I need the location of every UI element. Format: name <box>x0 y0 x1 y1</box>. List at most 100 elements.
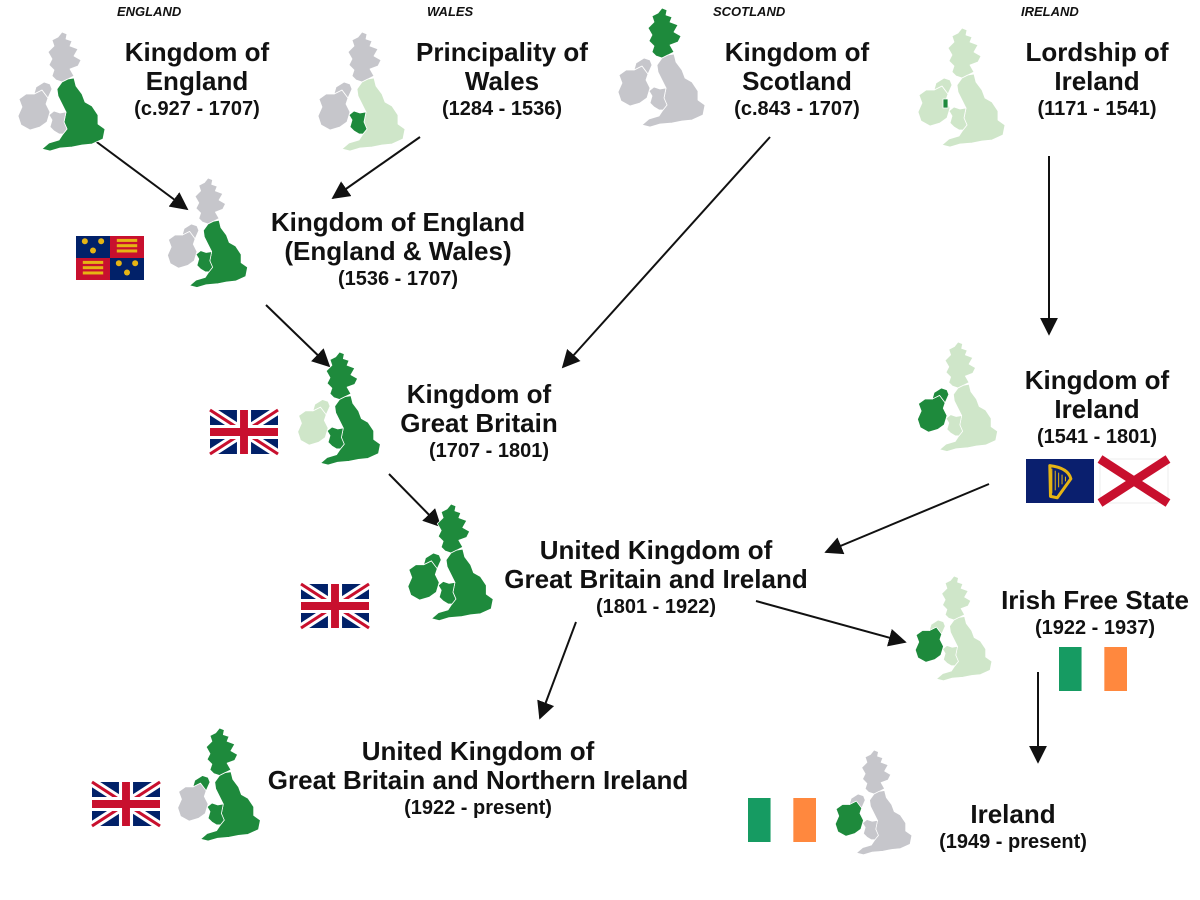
lordship-ireland-map <box>917 27 1006 148</box>
map-region-scotland <box>325 351 358 400</box>
state-dates: (1284 - 1536) <box>441 98 563 121</box>
fleur-de-lis-icon <box>115 260 122 267</box>
uk-gb-ireland-map <box>407 503 494 622</box>
state-dates: (1922 - present) <box>404 797 552 820</box>
map-region-wales <box>326 426 345 450</box>
map-region-pale <box>942 98 949 109</box>
state-name-line: United Kingdom of <box>361 736 595 766</box>
state-dates: (1707 - 1801) <box>428 440 550 463</box>
state-name-line: Scotland <box>742 66 852 97</box>
england-wales-map <box>167 177 248 288</box>
fleur-de-lis-icon <box>132 260 139 267</box>
map-region-wales <box>648 86 668 111</box>
map-region-wales <box>948 106 968 131</box>
map-region-ni <box>181 223 200 240</box>
kingdom-ireland-map <box>917 341 998 452</box>
flag-band-green <box>748 798 771 842</box>
lion-icon <box>82 260 104 264</box>
map-region-ireland <box>297 406 329 446</box>
state-name-line: Kingdom of <box>1024 365 1170 395</box>
harp-frame <box>1048 464 1073 500</box>
arrow-kingdom-ireland-to-uk-gb-ireland <box>824 483 990 555</box>
map-region-wales <box>195 250 213 273</box>
label-irish-free-state: Irish Free State (1922 - 1937) <box>990 585 1200 640</box>
label-uk-of-great-britain-and-ireland: United Kingdom of Great Britain and Irel… <box>476 535 836 619</box>
state-name-line: Great Britain <box>400 408 558 439</box>
map-region-scotland <box>647 7 682 59</box>
state-name-line: Lordship of <box>1025 37 1169 67</box>
state-name-line: Great Britain and Northern Ireland <box>267 765 689 796</box>
state-name-line: Great Britain and Ireland <box>504 564 808 595</box>
uk-gb-ni-map <box>177 727 261 842</box>
map-region-scotland <box>347 31 382 83</box>
fleur-de-lis-icon <box>90 247 96 254</box>
flag-quarter <box>110 258 144 280</box>
map-region-ni <box>849 793 866 809</box>
lion-icon <box>116 249 138 253</box>
flag-band-white <box>770 798 794 842</box>
state-dates: (1949 - present) <box>939 831 1087 854</box>
flag-band-orange <box>1104 647 1127 691</box>
map-region-ireland <box>834 800 864 837</box>
map-region-ireland <box>317 89 351 131</box>
map-region-ireland <box>917 85 951 127</box>
royal-arms-flag <box>76 236 144 280</box>
state-name-line: Ireland <box>1054 66 1140 97</box>
union-flag-2 <box>298 580 372 632</box>
st-patrick-flag <box>1097 455 1171 507</box>
flag-cross-red <box>210 410 278 454</box>
state-name-line: (England & Wales) <box>284 236 512 267</box>
map-region-wales <box>48 110 68 135</box>
union-flag-1 <box>207 406 281 458</box>
map-region-ireland <box>167 230 198 269</box>
flag-band-green <box>1059 647 1082 691</box>
arrow-great-britain-to-uk-gb-ireland <box>388 473 442 528</box>
ireland-map <box>834 749 913 856</box>
state-name-line: Kingdom of <box>124 37 270 67</box>
state-name-line: England <box>145 66 249 97</box>
state-name-line: Kingdom of <box>406 379 552 409</box>
great-britain-map <box>297 351 381 466</box>
map-region-ni <box>423 552 442 570</box>
map-region-ni <box>312 399 331 416</box>
map-region-ni <box>192 775 211 792</box>
state-name-line: Ireland <box>1054 394 1140 425</box>
state-dates: (c.927 - 1707) <box>134 98 260 121</box>
map-region-wales <box>437 581 457 605</box>
map-region-wales <box>348 110 368 135</box>
label-ireland: Ireland (1949 - present) <box>913 799 1113 854</box>
map-region-scotland <box>205 727 238 776</box>
label-kingdom-of-great-britain: Kingdom of Great Britain (1707 - 1801) <box>384 379 574 463</box>
wales-map <box>317 31 406 152</box>
map-region-ni <box>633 57 653 75</box>
map-region-wales <box>862 819 879 841</box>
lion-icon <box>116 244 138 248</box>
map-region-scotland <box>947 27 982 79</box>
label-kingdom-of-scotland: Kingdom of Scotland (c.843 - 1707) <box>702 37 892 121</box>
arrow-scotland-to-great-britain <box>561 136 771 369</box>
state-dates: (1922 - 1937) <box>1034 617 1156 640</box>
state-name-line: Kingdom of <box>724 37 870 67</box>
map-region-ireland <box>917 394 948 433</box>
label-lordship-of-ireland: Lordship of Ireland (1171 - 1541) <box>1002 37 1192 121</box>
state-name-line: Principality of <box>416 37 588 67</box>
map-region-scotland <box>194 177 226 225</box>
irish-free-state-map <box>914 575 993 682</box>
map-region-ni <box>929 619 946 635</box>
header-wales: WALES <box>427 4 474 19</box>
map-region-scotland <box>944 341 976 389</box>
state-name-line: Kingdom of England <box>270 207 526 237</box>
map-region-ni <box>33 81 53 99</box>
flag-saltire-red <box>1097 455 1171 507</box>
map-region-ireland <box>17 89 51 131</box>
fleur-de-lis-icon <box>81 238 88 245</box>
label-kingdom-of-ireland: Kingdom of Ireland (1541 - 1801) <box>1002 365 1192 449</box>
scotland-map <box>617 7 706 128</box>
map-region-scotland <box>47 31 82 83</box>
lion-icon <box>116 238 138 242</box>
lion-icon <box>82 266 104 270</box>
harp-flag <box>1026 459 1094 503</box>
state-dates: (1801 - 1922) <box>595 596 717 619</box>
header-england: ENGLAND <box>117 4 182 19</box>
england-map <box>17 31 106 152</box>
